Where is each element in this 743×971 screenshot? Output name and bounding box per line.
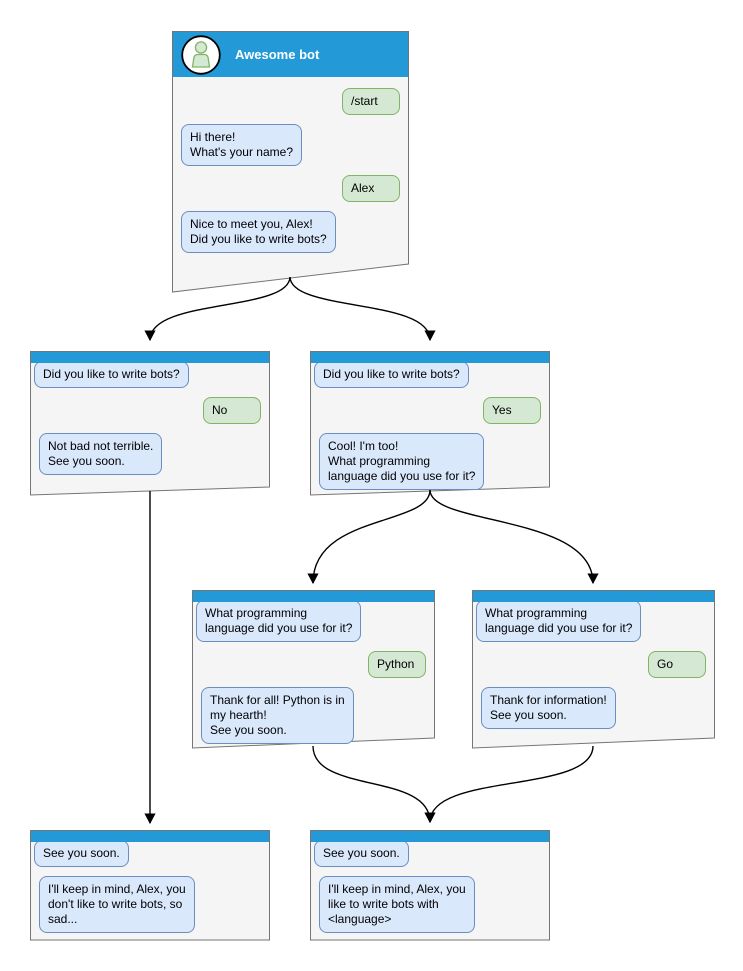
bot-message-bubble: Cool! I'm too! What programming language… [319, 433, 485, 490]
chat-header: Awesome bot [173, 32, 408, 77]
chat-header-bar [31, 831, 269, 842]
message-list: What programming language did you use fo… [472, 590, 715, 740]
bot-message-bubble: See you soon. [34, 840, 129, 867]
chat-node-end-no[interactable]: See you soon. I'll keep in mind, Alex, yo… [30, 830, 270, 941]
chat-header-bar [311, 352, 549, 363]
chat-node-lang-go[interactable]: What programming language did you use fo… [472, 590, 715, 749]
bot-message-bubble: Thank for all! Python is in my hearth! S… [201, 687, 354, 744]
bot-message-bubble: I'll keep in mind, Alex, you like to wri… [319, 876, 475, 933]
chat-node-lang-python[interactable]: What programming language did you use fo… [192, 590, 435, 749]
user-message-bubble: Python [368, 651, 426, 678]
bot-message-bubble: What programming language did you use fo… [196, 600, 362, 642]
chat-header-bar [31, 352, 269, 363]
bot-message-bubble: Did you like to write bots? [34, 361, 189, 388]
bot-message-bubble: Not bad not terrible. See you soon. [39, 433, 163, 475]
user-message-bubble: Alex [342, 175, 400, 202]
bot-name-title: Awesome bot [235, 47, 320, 62]
chat-header-bar [473, 591, 714, 602]
user-message-bubble: No [203, 397, 261, 424]
message-list: What programming language did you use fo… [192, 590, 435, 755]
bot-message-bubble: Did you like to write bots? [314, 361, 469, 388]
user-message-bubble: Yes [483, 397, 541, 424]
bot-avatar-icon [181, 34, 221, 75]
edge-lang-go-to-end-yes [424, 745, 594, 824]
message-list: See you soon. I'll keep in mind, Alex, yo… [30, 830, 270, 944]
user-message-bubble: /start [342, 88, 400, 115]
bot-message-bubble: I'll keep in mind, Alex, you don't like … [39, 876, 195, 933]
bot-message-bubble: Hi there! What's your name? [181, 124, 303, 166]
edge-lang-python-to-end-yes [312, 745, 436, 824]
bot-message-bubble: Thank for information! See you soon. [481, 687, 616, 729]
bot-message-bubble: Nice to meet you, Alex! Did you like to … [181, 211, 336, 253]
edge-branch-yes-to-lang-python [307, 489, 431, 585]
message-list: See you soon. I'll keep in mind, Alex, yo… [310, 830, 550, 944]
bot-message-bubble: What programming language did you use fo… [476, 600, 642, 642]
chat-node-end-yes[interactable]: See you soon. I'll keep in mind, Alex, yo… [310, 830, 550, 941]
edge-branch-yes-to-lang-go [429, 489, 599, 585]
chat-header-bar [193, 591, 434, 602]
bot-message-bubble: See you soon. [314, 840, 409, 867]
user-message-bubble: Go [648, 651, 706, 678]
chat-header-bar [311, 831, 549, 842]
